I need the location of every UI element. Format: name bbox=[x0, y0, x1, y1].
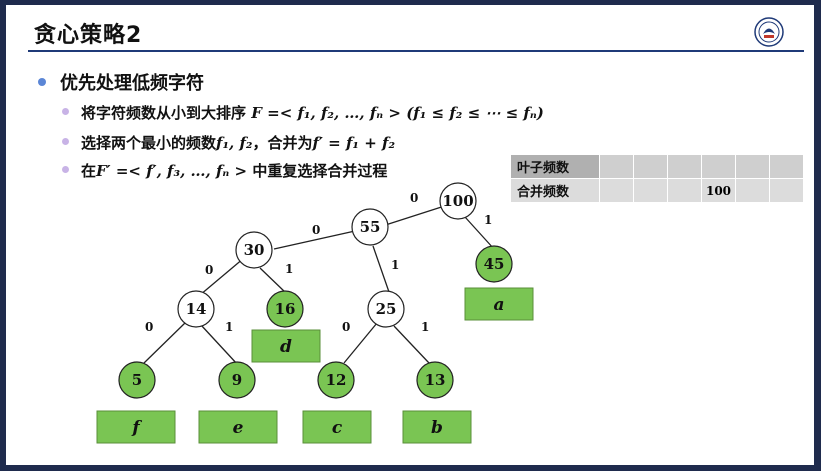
leaf-frequency-row: 叶子频数 bbox=[510, 154, 804, 179]
tree-node-label: 9 bbox=[232, 371, 242, 389]
tree-edge bbox=[464, 216, 495, 250]
leaf-box-c bbox=[302, 410, 372, 444]
slide: 贪心策略2 优先处理低频字符 将字符频数从小到大排序 F =< f₁, f₂, … bbox=[6, 5, 814, 465]
slide-title: 贪心策略2 bbox=[34, 23, 143, 48]
leaf-box-f bbox=[96, 410, 176, 444]
tree-node-label: 14 bbox=[186, 300, 207, 318]
sub-bullet-dot-icon bbox=[62, 138, 69, 145]
huffman-tree: 0 1 0 1 0 1 0 1 0 1 100 55 30 14 25 45 1… bbox=[96, 182, 534, 444]
sub-bullet-1: 将字符频数从小到大排序 F =< f₁, f₂, …, fₙ > (f₁ ≤ f… bbox=[62, 102, 544, 123]
edge-label: 0 bbox=[410, 191, 418, 205]
edge-label: 0 bbox=[145, 320, 153, 334]
leaf-frequency-cell bbox=[599, 154, 634, 179]
title-divider bbox=[28, 50, 804, 52]
tree-edge bbox=[273, 230, 356, 250]
edge-label: 1 bbox=[421, 320, 429, 334]
bullet-main-text: 优先处理低频字符 bbox=[60, 73, 204, 94]
sub2-formula-2: f′ = f₁ + f₂ bbox=[312, 134, 396, 152]
sub2-text: 选择两个最小的频数 bbox=[81, 134, 217, 152]
tree-node-label: 30 bbox=[244, 241, 265, 259]
tree-node-label: 45 bbox=[484, 255, 505, 273]
merged-frequency-cell bbox=[633, 178, 668, 203]
tree-node-100 bbox=[439, 182, 477, 220]
edge-label: 0 bbox=[312, 223, 320, 237]
tree-node-label: 25 bbox=[376, 300, 397, 318]
university-logo-icon bbox=[754, 17, 784, 47]
sub1-text: 将字符频数从小到大排序 bbox=[81, 104, 247, 122]
sub3-text: 在 bbox=[81, 162, 97, 180]
sub-bullet-2: 选择两个最小的频数f₁, f₂，合并为f′ = f₁ + f₂ bbox=[62, 132, 395, 153]
tree-edge bbox=[199, 257, 245, 296]
tree-node-13 bbox=[416, 361, 454, 399]
sub2-text-2: ，合并为 bbox=[252, 134, 313, 152]
tree-edge bbox=[143, 321, 187, 364]
sub1-formula: F =< f₁, f₂, …, fₙ > (f₁ ≤ f₂ ≤ ⋯ ≤ fₙ) bbox=[251, 104, 544, 122]
leaf-frequency-cell bbox=[735, 154, 770, 179]
frequency-table: 叶子频数 合并频数 100 bbox=[510, 154, 804, 203]
merged-frequency-cell bbox=[769, 178, 804, 203]
edge-label: 0 bbox=[205, 263, 213, 277]
leaf-char-label: d bbox=[280, 337, 292, 357]
bullet-dot-icon bbox=[38, 78, 46, 86]
leaf-box-d bbox=[251, 329, 321, 363]
edge-label: 0 bbox=[342, 320, 350, 334]
tree-node-label: 5 bbox=[132, 371, 142, 389]
sub2-formula-1: f₁, f₂ bbox=[216, 134, 253, 152]
edge-label: 1 bbox=[484, 213, 492, 227]
merged-frequency-cell: 100 bbox=[701, 178, 736, 203]
tree-edge bbox=[393, 325, 430, 364]
sub3-text-2: 中重复选择合并过程 bbox=[252, 162, 388, 180]
merged-frequency-row: 合并频数 100 bbox=[510, 178, 804, 203]
tree-node-label: 100 bbox=[442, 192, 473, 210]
leaf-frequency-cell bbox=[701, 154, 736, 179]
sub-bullet-dot-icon bbox=[62, 166, 69, 173]
tree-node-12 bbox=[317, 361, 355, 399]
leaf-char-label: f bbox=[131, 418, 142, 438]
tree-node-45 bbox=[475, 245, 513, 283]
tree-node-label: 55 bbox=[360, 218, 381, 236]
tree-node-25 bbox=[367, 290, 405, 328]
edge-label: 1 bbox=[225, 320, 233, 334]
leaf-char-label: a bbox=[493, 295, 504, 315]
tree-edge bbox=[372, 245, 390, 293]
tree-node-14 bbox=[177, 290, 215, 328]
tree-node-5 bbox=[118, 361, 156, 399]
tree-edge bbox=[200, 324, 239, 366]
tree-edge bbox=[343, 322, 378, 364]
tree-edge bbox=[259, 267, 287, 294]
leaf-char-label: e bbox=[233, 418, 244, 438]
leaf-char-label: b bbox=[431, 418, 443, 438]
merged-frequency-cell bbox=[667, 178, 702, 203]
tree-node-label: 16 bbox=[275, 300, 296, 318]
leaf-box-e bbox=[198, 410, 278, 444]
tree-node-label: 12 bbox=[326, 371, 347, 389]
edge-label: 1 bbox=[285, 262, 293, 276]
tree-node-label: 13 bbox=[425, 371, 446, 389]
sub-bullet-dot-icon bbox=[62, 108, 69, 115]
merged-frequency-cell bbox=[599, 178, 634, 203]
sub3-formula: F′ =< f′, f₃, …, fₙ > bbox=[96, 162, 248, 180]
leaf-char-label: c bbox=[332, 418, 343, 438]
sub-bullet-3: 在F′ =< f′, f₃, …, fₙ > 中重复选择合并过程 bbox=[62, 160, 387, 181]
leaf-frequency-cell bbox=[667, 154, 702, 179]
leaf-box-b bbox=[402, 410, 472, 444]
leaf-frequency-cell bbox=[769, 154, 804, 179]
bullet-main: 优先处理低频字符 bbox=[38, 69, 204, 95]
tree-node-16 bbox=[266, 290, 304, 328]
tree-node-30 bbox=[235, 231, 273, 269]
leaf-box-a bbox=[464, 287, 534, 321]
tree-node-9 bbox=[218, 361, 256, 399]
edge-label: 1 bbox=[391, 258, 399, 272]
tree-node-55 bbox=[351, 208, 389, 246]
